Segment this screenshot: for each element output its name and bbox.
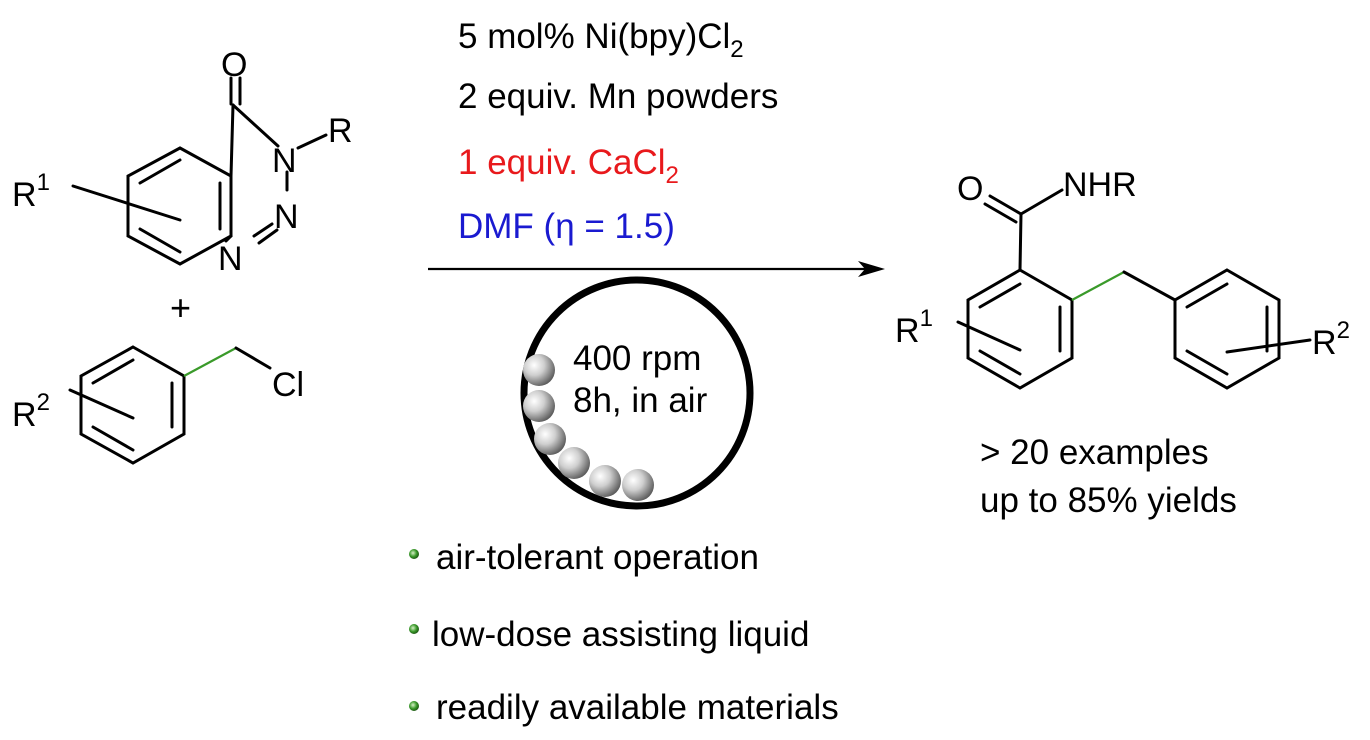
milling-ball (523, 354, 555, 386)
amide-nhr: NHR (1063, 166, 1137, 204)
substituent-r1: R1 (895, 305, 933, 350)
ball-mill-jar: 400 rpm 8h, in air (520, 276, 754, 510)
atom-o: O (957, 170, 983, 208)
reactant-benzotriazinone: O N N N R R1 (12, 46, 353, 278)
bullet-icon (409, 549, 419, 559)
atom-n: N (218, 240, 243, 278)
atom-o: O (221, 46, 247, 84)
feature-item: low-dose assisting liquid (432, 615, 809, 654)
milling-ball (589, 465, 621, 497)
reaction-arrow (428, 261, 885, 277)
milling-ball (523, 390, 555, 422)
reactant-benzyl-chloride: Cl R2 (12, 345, 304, 465)
mill-speed: 400 rpm (573, 339, 701, 378)
substituent-r1: R1 (12, 169, 50, 214)
milling-ball (534, 423, 566, 455)
condition-reductant: 2 equiv. Mn powders (458, 77, 778, 116)
mill-time: 8h, in air (573, 381, 708, 420)
condition-solvent: DMF (η = 1.5) (458, 207, 675, 246)
milling-ball (558, 447, 590, 479)
bullet-icon (409, 701, 419, 711)
feature-item: air-tolerant operation (436, 538, 759, 577)
substituent-r: R (328, 112, 353, 150)
atom-n: N (274, 198, 299, 236)
product-structure: O NHR R1 R2 (895, 166, 1350, 390)
result-examples: > 20 examples (980, 433, 1209, 472)
substituent-r2: R2 (1312, 317, 1350, 362)
feature-list: air-tolerant operation low-dose assistin… (409, 538, 839, 727)
condition-additive: 1 equiv. CaCl2 (458, 143, 679, 189)
condition-catalyst: 5 mol% Ni(bpy)Cl2 (458, 17, 744, 63)
atom-n: N (272, 142, 297, 180)
reaction-conditions: 5 mol% Ni(bpy)Cl2 2 equiv. Mn powders 1 … (458, 17, 778, 246)
plus-sign: + (170, 287, 191, 328)
atom-cl: Cl (272, 366, 304, 404)
feature-item: readily available materials (436, 688, 839, 727)
milling-ball (622, 469, 654, 501)
result-yields: up to 85% yields (980, 481, 1237, 520)
bullet-icon (409, 624, 419, 634)
substituent-r2: R2 (12, 389, 50, 434)
